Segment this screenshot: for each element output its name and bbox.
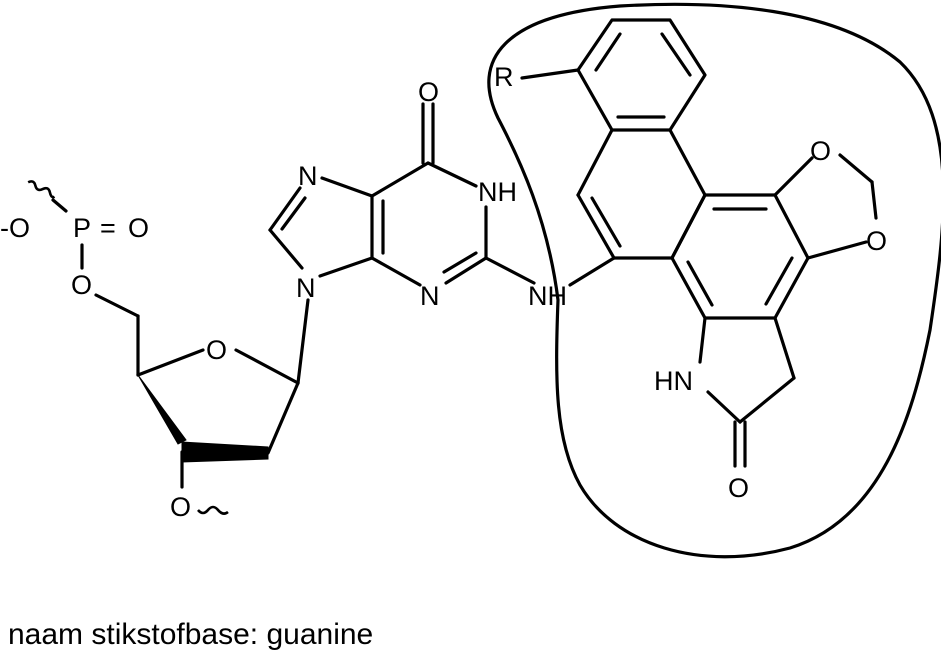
n7-c5-bond [320,176,374,198]
chemical-structure-diagram: -O P = O O O O N N O [0,2,941,559]
lower-ring-inner-3 [686,260,714,307]
dioxole-bond-4 [806,240,868,260]
mid-ring-bond-1 [576,128,614,197]
phosphate-oxo-label: O [128,213,149,243]
highlight-outline [487,2,941,559]
o-to-c1-bond [234,348,300,385]
lactam-bond-2 [706,390,742,424]
c1-to-c2-bond [266,381,300,455]
c2-n3-inner-bond [442,251,478,274]
phosphate-wavy-bond [27,180,56,199]
c2-c3-bold-bond [181,441,269,463]
phosphorus-label: P [73,213,91,243]
dioxole-o-top-label: O [810,136,831,166]
c8-n7-bond [268,186,302,232]
carbonyl-o-label: O [418,77,439,107]
o-to-ch2-bond [94,293,140,318]
top-ring-inner-2 [660,32,692,77]
lactam-bond-1 [698,316,707,364]
lactam-bond-4 [773,316,796,380]
c2-nh-bond [484,256,536,285]
dioxole-bond-2 [838,153,874,184]
top-ring-inner-1 [594,32,622,72]
mid-ring-bond-5 [668,128,707,197]
phosphate-group: -O P = O O [0,180,149,318]
phosphate-ester-o-label: O [71,270,92,300]
mid-ring-bond-2 [576,193,616,260]
sugar-ring-o-label: O [206,335,227,365]
r-group-label: R [494,62,514,92]
lactam-nh-label: HN [654,366,693,396]
lactam-o-label: O [728,473,749,503]
guanine-base: N N O NH N NH [268,77,616,311]
aristolactam-adduct: R O O HN O [487,2,941,559]
c4-n9-bond [318,256,374,278]
dioxole-o-bottom-label: O [866,226,887,256]
lower-benzene-ring [670,193,810,320]
lactam-bond-3 [738,376,796,424]
n9-c8-bond [268,228,304,270]
n9-label: N [296,273,316,303]
sugar-wavy-bond [197,505,229,515]
p-top-bond [51,198,68,213]
c5-c6-bond [370,161,430,198]
phosphate-double-bond-sign: = [100,213,116,243]
top-benzene-ring [576,18,707,132]
nh-to-aromatic-bond [568,256,616,287]
dioxole-bond-1 [773,156,814,197]
lower-ring-inner-2 [764,256,794,306]
n7-label: N [298,161,318,191]
c2-n3-bond [444,256,488,285]
c8-n7-inner-bond [280,196,307,231]
linker-nh-label: NH [528,281,567,311]
phosphate-anion-label: -O [0,213,30,243]
n3-label: N [420,281,440,311]
n3-c4-bond [370,256,422,287]
mid-ring-inner [590,196,622,248]
c6-n1-bond [426,161,478,188]
c4-to-o-bond [136,348,205,377]
c1-to-n9-bond [296,298,310,385]
n1-h-label: NH [478,177,517,207]
dioxole-bond-3 [870,180,878,220]
r-bond [520,68,580,80]
c4-c3-wedge-bond [137,374,187,445]
caption-text: naam stikstofbase: guanine [8,618,374,651]
sugar-3-o-label: O [170,492,191,522]
deoxyribose-ring: O O [136,298,310,522]
